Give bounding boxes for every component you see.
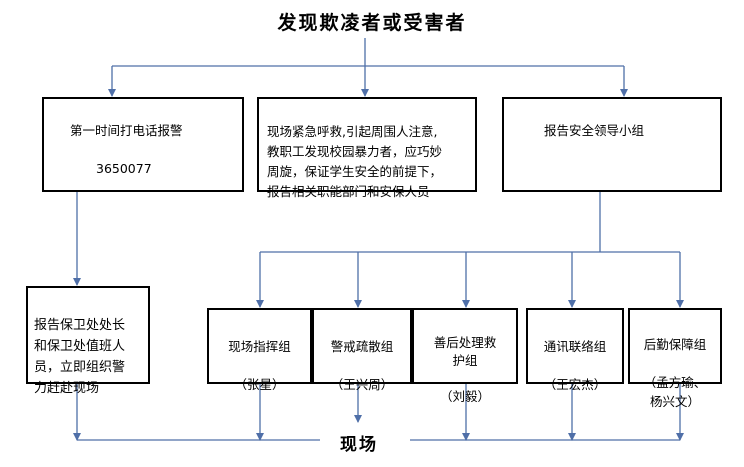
diagram-title: 发现欺凌者或受害者 [277, 12, 467, 34]
group-name: 现场指挥组 [228, 339, 291, 354]
on-site-response-text: 现场紧急呼救,引起周围人注意, 教职工发现校园暴力者，应巧妙 周旋，保证学生安全… [267, 124, 443, 199]
report-leaders-text: 报告安全领导小组 [544, 123, 645, 138]
security-office-box: 报告保卫处处长 和保卫处值班人 员，立即组织警 力赶赴现场 [26, 286, 150, 396]
group-name: 警戒疏散组 [330, 339, 394, 354]
security-office-text: 报告保卫处处长 和保卫处值班人 员，立即组织警 力赶赴现场 [34, 318, 126, 396]
group-name: 后勤保障组 [643, 337, 707, 352]
group-box-communication: 通讯联络组 （王宏杰） [526, 308, 624, 392]
group-members: （王兴周） [330, 377, 394, 392]
group-members: （张星） [234, 377, 285, 392]
group-members: （刘毅） [439, 389, 490, 404]
call-police-text: 第一时间打电话报警 [70, 123, 183, 138]
group-box-evacuation: 警戒疏散组 （王兴周） [312, 308, 412, 392]
phone-number: 3650077 [96, 161, 152, 176]
group-members: （孟方瑜、 杨兴文） [643, 375, 707, 409]
group-members: （王宏杰） [543, 377, 607, 392]
site-label: 现场 [340, 435, 378, 455]
group-name: 通讯联络组 [543, 339, 607, 354]
group-box-command: 现场指挥组 （张星） [207, 308, 312, 392]
on-site-response-box: 现场紧急呼救,引起周围人注意, 教职工发现校园暴力者，应巧妙 周旋，保证学生安全… [257, 97, 477, 199]
call-police-box: 第一时间打电话报警 3650077 [42, 97, 244, 192]
report-leaders-box: 报告安全领导小组 [502, 97, 722, 192]
group-name: 善后处理救 护组 [433, 335, 497, 368]
group-box-aftercare: 善后处理救 护组 （刘毅） [412, 308, 518, 404]
group-box-logistics: 后勤保障组 （孟方瑜、 杨兴文） [628, 308, 722, 409]
